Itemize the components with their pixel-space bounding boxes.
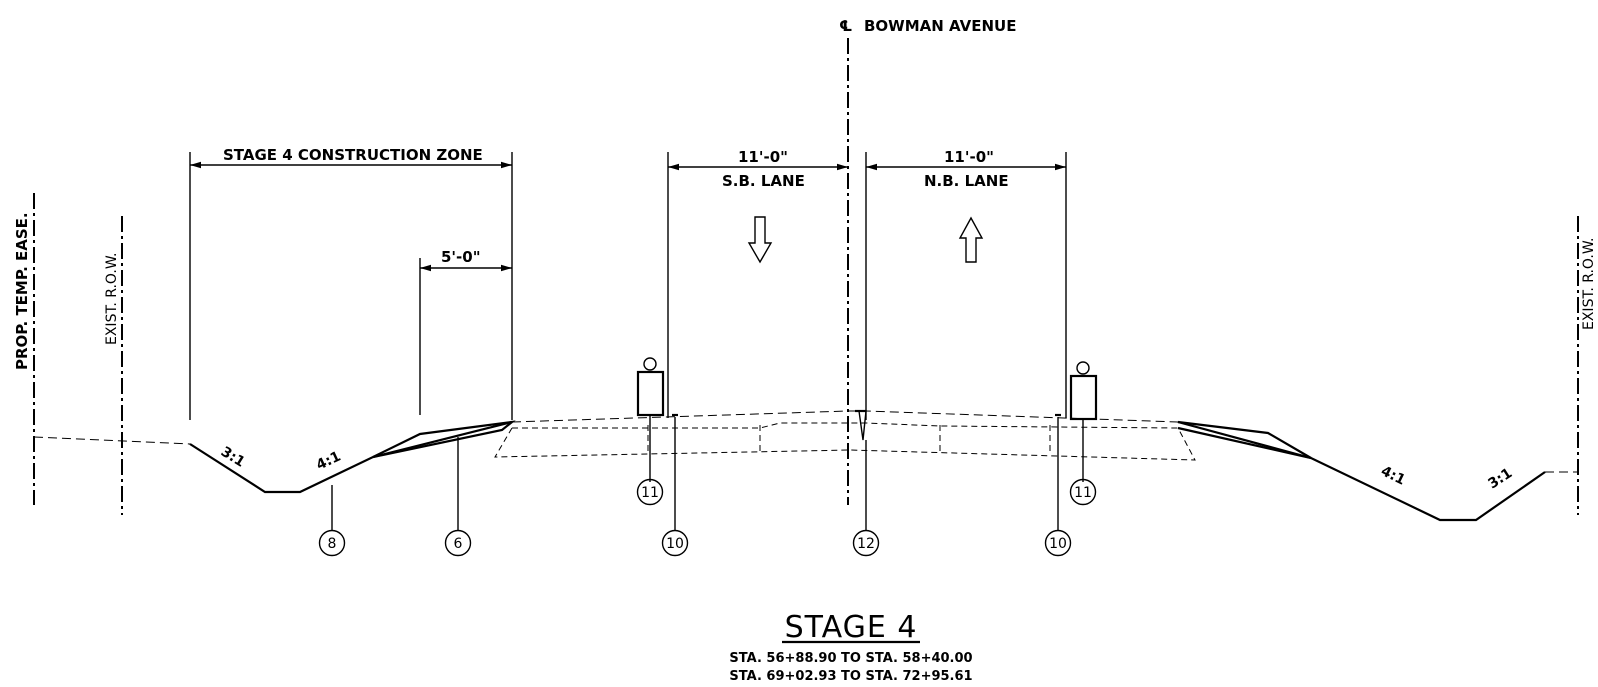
station-range-1: STA. 56+88.90 TO STA. 58+40.00 — [729, 651, 972, 666]
title-block: STAGE 4 STA. 56+88.90 TO STA. 58+40.00 S… — [729, 610, 972, 684]
sb-arrow-icon — [747, 216, 773, 264]
svg-text:10: 10 — [1049, 536, 1067, 552]
svg-text:8: 8 — [328, 536, 337, 552]
callout-10-left: 10 — [661, 529, 689, 557]
prop-temp-ease-label: PROP. TEMP. EASE. — [13, 212, 31, 370]
callout-6: 6 — [444, 529, 472, 557]
station-range-2: STA. 69+02.93 TO STA. 72+95.61 — [729, 669, 972, 684]
sb-lane-dimension: 11'-0" S.B. LANE — [667, 148, 848, 418]
existing-grade — [33, 410, 1578, 473]
slope-left-a: 3:1 — [218, 444, 248, 471]
slope-right-b: 3:1 — [1485, 465, 1515, 492]
slope-right-a: 4:1 — [1378, 463, 1408, 488]
exist-row-right-label: EXIST. R.O.W. — [1581, 237, 1597, 330]
slope-left-b: 4:1 — [314, 449, 344, 474]
nb-lane-dimension: 11'-0" N.B. LANE — [865, 148, 1067, 420]
svg-text:6: 6 — [454, 536, 463, 552]
offset-dimension: 5'-0" — [419, 248, 512, 415]
svg-text:12: 12 — [857, 536, 875, 552]
construction-zone-label: STAGE 4 CONSTRUCTION ZONE — [223, 146, 483, 164]
exist-row-left-line: EXIST. R.O.W. — [104, 216, 123, 515]
offset-label: 5'-0" — [441, 248, 481, 266]
callout-leaders — [331, 417, 1059, 530]
callout-10-right: 10 — [1044, 529, 1072, 557]
callout-11-left: 11 — [636, 478, 664, 506]
prop-temp-ease-line: PROP. TEMP. EASE. — [13, 193, 35, 505]
callout-8: 8 — [318, 529, 346, 557]
construction-zone-dimension: STAGE 4 CONSTRUCTION ZONE — [189, 146, 513, 420]
centerline: ℄ BOWMAN AVENUE — [839, 17, 1016, 505]
svg-text:10: 10 — [666, 536, 684, 552]
proposed-grade — [189, 409, 1546, 522]
svg-text:11: 11 — [1074, 485, 1092, 501]
centerline-symbol: ℄ — [839, 17, 852, 35]
sb-width-label: 11'-0" — [738, 148, 788, 166]
centerline-label: BOWMAN AVENUE — [864, 17, 1016, 35]
drum-left — [636, 357, 665, 482]
nb-width-label: 11'-0" — [944, 148, 994, 166]
exist-row-left-label: EXIST. R.O.W. — [104, 252, 120, 345]
nb-lane-label: N.B. LANE — [924, 172, 1009, 190]
svg-text:11: 11 — [641, 485, 659, 501]
drum-right — [1069, 361, 1098, 482]
callout-12: 12 — [852, 529, 880, 557]
callout-11-right: 11 — [1069, 478, 1097, 506]
stage-title: STAGE 4 — [785, 610, 918, 645]
nb-arrow-icon — [958, 216, 984, 263]
sb-lane-label: S.B. LANE — [722, 172, 805, 190]
exist-row-right-line: EXIST. R.O.W. — [1577, 216, 1597, 515]
